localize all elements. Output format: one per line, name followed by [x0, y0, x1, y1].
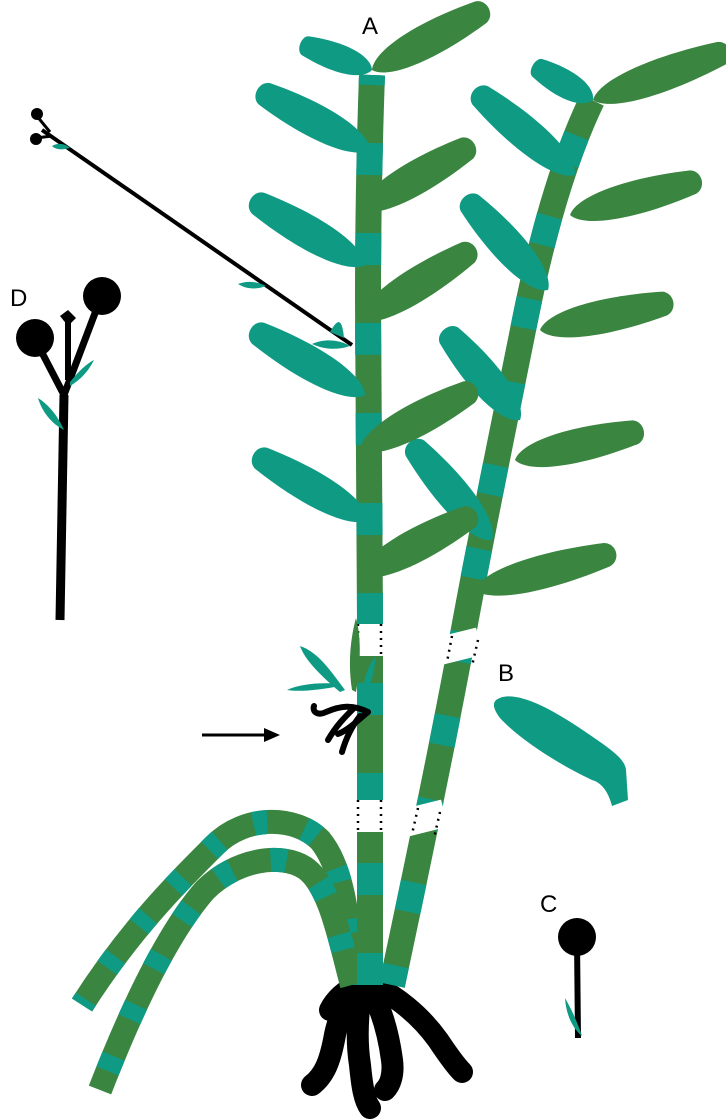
label-b: B	[498, 660, 514, 687]
label-d: D	[10, 285, 27, 312]
roots	[312, 985, 462, 1108]
panel-d-sporophyte-detail	[16, 277, 121, 620]
panel-c-capsule-detail	[558, 918, 596, 1038]
label-c: C	[540, 891, 557, 918]
panel-b-leaf-detail	[494, 696, 628, 806]
creeping-shoot-outer	[82, 822, 352, 1005]
creeping-shoot-inner	[100, 860, 352, 1090]
label-a: A	[362, 13, 378, 40]
arrow-right-icon	[202, 728, 280, 742]
